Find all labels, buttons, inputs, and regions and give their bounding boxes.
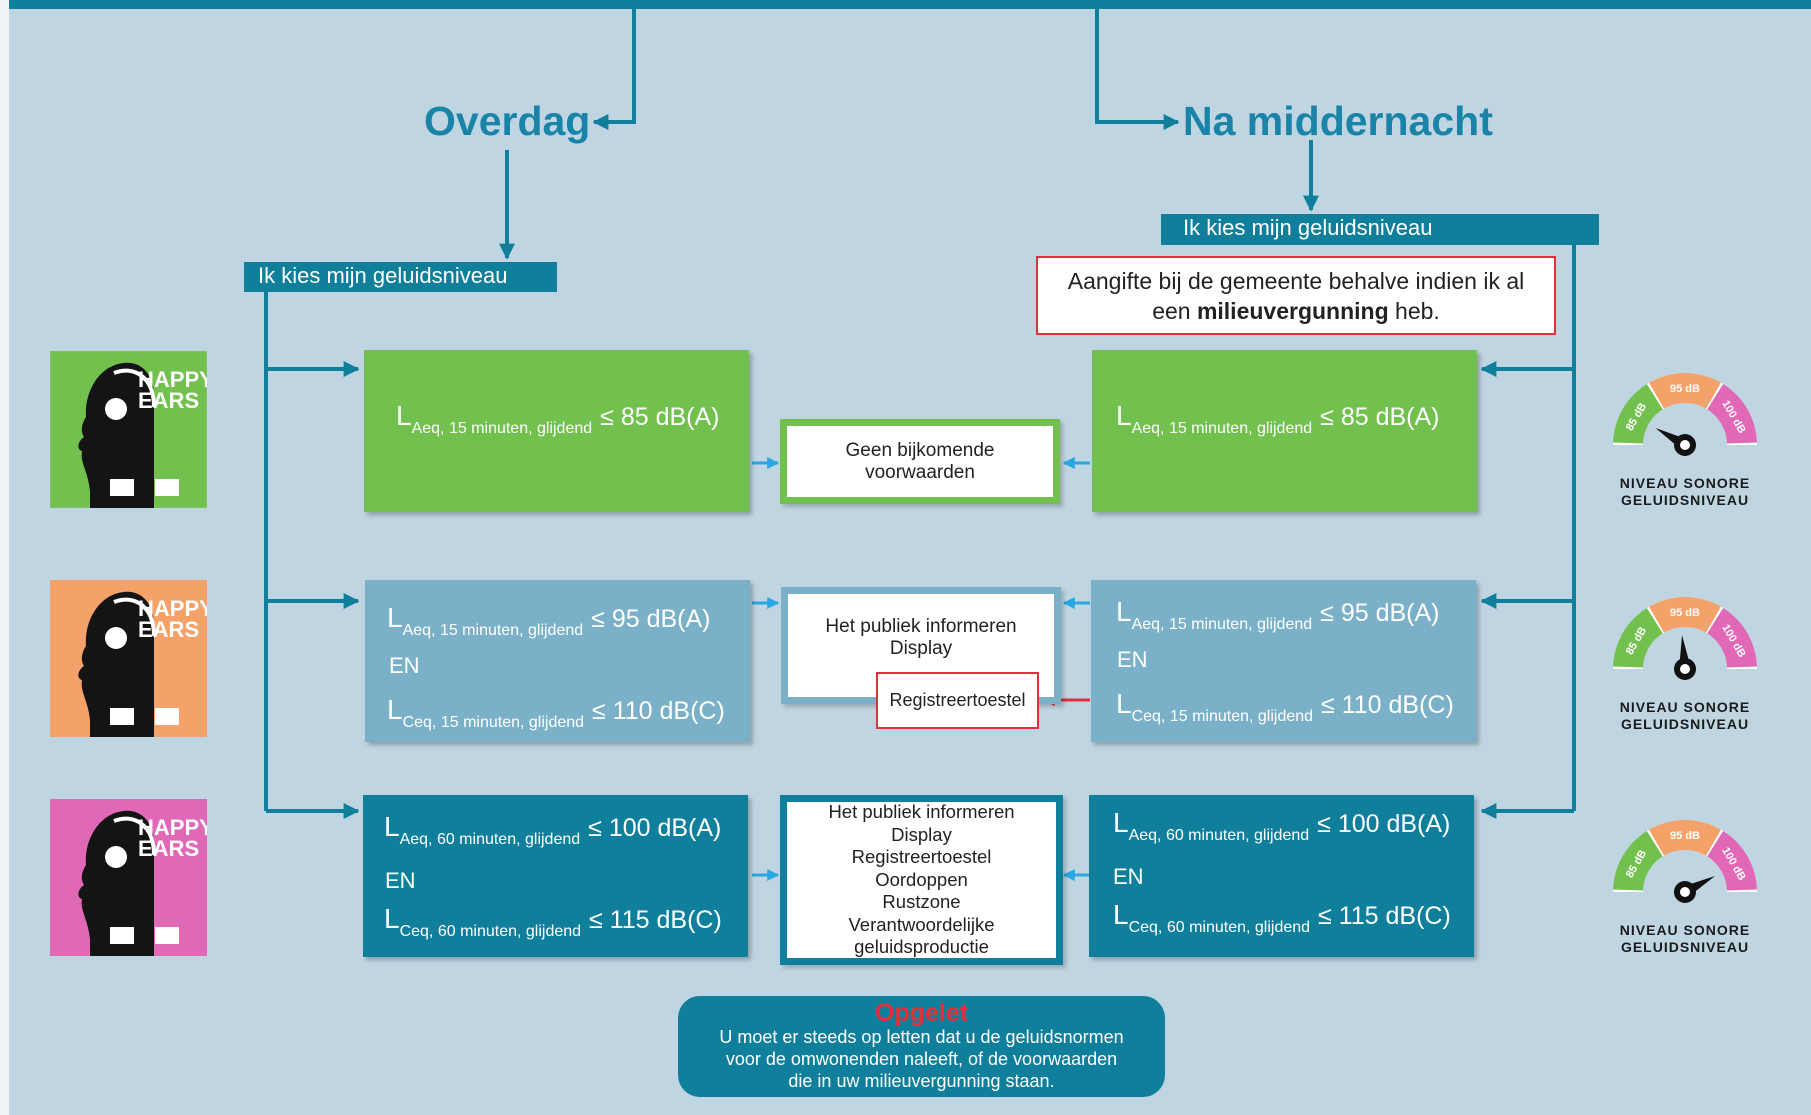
en-connector: EN: [389, 653, 420, 678]
laeq-formula: LAeq, 60 minuten, glijdend≤ 100 dB(A): [384, 811, 722, 848]
na-middernacht-heading: Na middernacht: [1183, 98, 1493, 144]
lceq-formula: LCeq, 15 minuten, glijdend≤ 110 dB(C): [1116, 688, 1454, 725]
poster-logo: [155, 479, 179, 496]
condition-line: Oordoppen: [875, 868, 968, 890]
gauge-segment-85: [1613, 830, 1663, 891]
notice-line-2: een milieuvergunning heb.: [1152, 297, 1440, 324]
conditions-85-box: Geen bijkomende voorwaarden: [780, 419, 1060, 504]
condition-line: Het publiek informeren: [825, 616, 1017, 637]
gauge-segment-95: [1649, 373, 1721, 409]
gauge-segment-85: [1613, 607, 1663, 668]
laeq-formula: LAeq, 15 minuten, glijdend≤ 85 dB(A): [1116, 400, 1440, 437]
condition-line: Display: [889, 638, 953, 659]
en-connector: EN: [1117, 647, 1148, 672]
condition-line: Rustzone: [882, 891, 961, 913]
level-85-day-box: LAeq, 15 minuten, glijdend≤ 85 dB(A): [364, 350, 749, 512]
lceq-formula: LCeq, 60 minuten, glijdend≤ 115 dB(C): [1113, 899, 1451, 936]
condition-line: Het publiek informeren: [828, 801, 1015, 823]
gauge-segment-100: [1707, 830, 1757, 891]
silhouette-icon: [78, 591, 156, 737]
laeq-formula: LAeq, 15 minuten, glijdend≤ 95 dB(A): [1116, 596, 1440, 633]
gauge-segment-95: [1649, 597, 1721, 633]
condition-line: Verantwoordelijke: [848, 913, 995, 935]
gauge-segment-label: 95 dB: [1670, 607, 1700, 619]
level-95-night-box: LAeq, 15 minuten, glijdend≤ 95 dB(A) EN …: [1091, 580, 1476, 742]
en-connector: EN: [1113, 864, 1144, 889]
laeq-formula: LAeq, 15 minuten, glijdend≤ 85 dB(A): [396, 400, 720, 437]
conditions-100-box: Het publiek informeren Display Registree…: [780, 795, 1063, 965]
gauge-segment-100: [1707, 607, 1757, 668]
gauge-segment-label: 95 dB: [1670, 383, 1700, 395]
notice-line-1: Aangifte bij de gemeente behalve indien …: [1067, 267, 1525, 294]
gauge-segment-100: [1707, 383, 1757, 444]
poster-logo: [110, 479, 134, 496]
silhouette-icon: [78, 810, 156, 956]
lceq-formula: LCeq, 60 minuten, glijdend≤ 115 dB(C): [384, 903, 722, 940]
lceq-formula: LCeq, 15 minuten, glijdend≤ 110 dB(C): [387, 694, 725, 731]
gauge-segment-85: [1613, 383, 1663, 444]
gauge-segment-label: 95 dB: [1670, 830, 1700, 842]
laeq-formula: LAeq, 60 minuten, glijdend≤ 100 dB(A): [1113, 807, 1451, 844]
condition-line: Display: [891, 823, 952, 845]
level-100-night-box: LAeq, 60 minuten, glijdend≤ 100 dB(A) EN…: [1089, 795, 1474, 957]
level-85-night-box: LAeq, 15 minuten, glijdend≤ 85 dB(A): [1092, 350, 1477, 512]
milieuvergunning-text: milieuvergunning: [1196, 297, 1389, 324]
silhouette-icon: [50, 351, 207, 508]
warning-box: Opgelet U moet er steeds op letten dat u…: [678, 996, 1165, 1097]
poster-logo: [155, 927, 179, 944]
warning-title: Opgelet: [874, 999, 969, 1027]
left-choose-level-label: Ik kies mijn geluidsniveau: [244, 262, 557, 292]
right-choose-level-label: Ik kies mijn geluidsniveau: [1161, 214, 1599, 245]
laeq-formula: LAeq, 15 minuten, glijdend≤ 95 dB(A): [387, 602, 711, 639]
gauge-segment-95: [1649, 820, 1721, 856]
warning-line: die in uw milieuvergunning staan.: [788, 1071, 1055, 1091]
poster-logo: [155, 708, 179, 725]
registreertoestel-highlight: Registreertoestel: [876, 672, 1039, 729]
warning-line: voor de omwonenden naleeft, of de voorwa…: [725, 1049, 1118, 1069]
level-100-day-box: LAeq, 60 minuten, glijdend≤ 100 dB(A) EN…: [363, 795, 748, 957]
poster-logo: [110, 708, 134, 725]
overdag-heading: Overdag: [424, 98, 591, 144]
condition-line: voorwaarden: [865, 461, 975, 483]
warning-line: U moet er steeds op letten dat u de gelu…: [719, 1027, 1124, 1047]
en-connector: EN: [385, 868, 416, 893]
condition-line: Geen bijkomende: [845, 439, 995, 461]
level-95-day-box: LAeq, 15 minuten, glijdend≤ 95 dB(A) EN …: [365, 580, 750, 742]
condition-line: Registreertoestel: [851, 846, 992, 868]
poster-logo: [110, 927, 134, 944]
condition-line: geluidsproductie: [854, 936, 989, 958]
municipality-notice: Aangifte bij de gemeente behalve indien …: [1036, 256, 1556, 335]
